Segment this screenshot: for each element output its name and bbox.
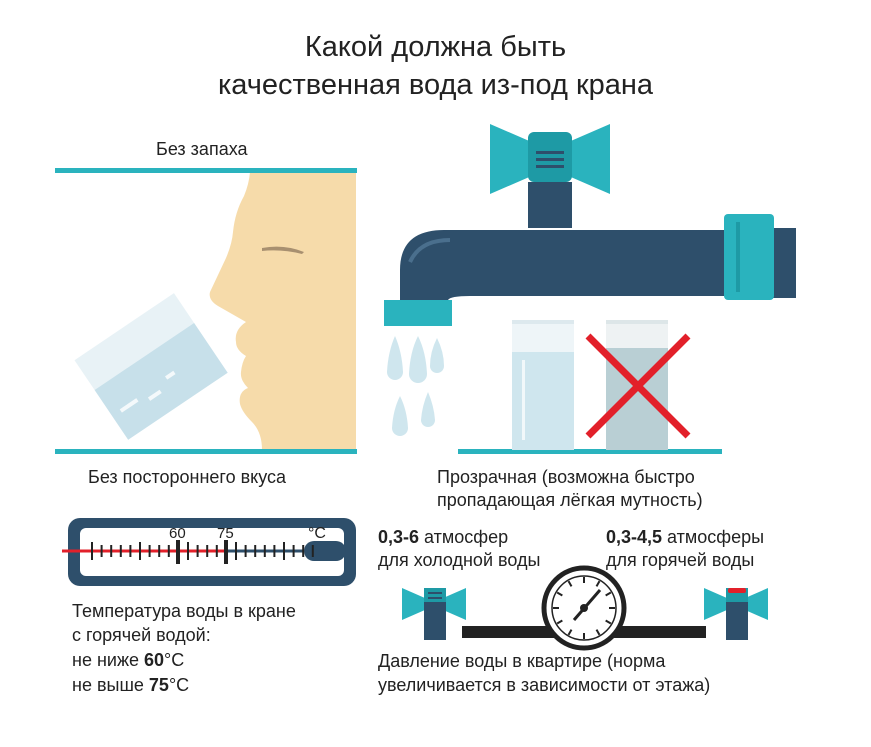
no-taste-label: Без постороннего вкуса — [88, 467, 287, 487]
glasses-comparison — [458, 320, 722, 454]
hot-valve-icon — [704, 588, 768, 640]
gauge-tick — [567, 580, 573, 587]
temperature-max-prefix: не выше — [72, 675, 149, 695]
tick-75-marker — [224, 540, 228, 564]
gauge-tick — [595, 580, 601, 587]
water-drops — [387, 336, 444, 436]
temperature-max: не выше 75°C — [72, 674, 189, 696]
gauge-tick — [605, 619, 612, 625]
clear-water-glass — [512, 320, 574, 450]
gauge-tick — [567, 629, 573, 636]
apartment-pressure-line-2: увеличивается в зависимости от этажа) — [378, 675, 711, 695]
cold-pressure-range: 0,3-6 — [378, 527, 420, 547]
thermometer-label-60: 60 — [169, 525, 186, 542]
pressure-gauge-assembly — [402, 565, 768, 651]
thermometer-unit: °C — [308, 525, 326, 542]
faucet-illustration — [384, 124, 796, 436]
cold-pressure-line-2: для холодной воды — [378, 550, 541, 570]
gauge-needle — [572, 589, 602, 621]
faucet-stem — [528, 182, 572, 228]
temperature-max-unit: °C — [168, 675, 190, 695]
faucet-valve-handle — [490, 124, 610, 194]
face-silhouette — [209, 172, 356, 450]
cloudy-water-glass — [606, 320, 668, 450]
cross-mark-icon — [585, 333, 691, 439]
cold-pressure-line-1: 0,3-6 атмосфер — [378, 526, 508, 548]
smell-top-line — [55, 168, 357, 173]
shelf-line — [458, 449, 722, 454]
temperature-line-1: Температура воды в кране — [72, 601, 296, 621]
hot-pressure-line-1: 0,3-4,5 атмосферы — [606, 526, 764, 548]
drinking-glass — [74, 293, 228, 440]
temperature-min-unit: °C — [164, 650, 185, 670]
gauge-tick — [556, 591, 563, 597]
apartment-pressure-line-1: Давление воды в квартире (норма — [378, 651, 666, 671]
title-line-2: качественная вода из-под крана — [217, 69, 654, 101]
tick-60-marker — [176, 540, 180, 564]
thermometer-ticks — [91, 542, 314, 560]
cold-pressure-unit: атмосфер — [419, 527, 509, 547]
pressure-pipe — [462, 626, 706, 638]
thermometer-label-75: 75 — [217, 525, 234, 542]
faucet-body — [400, 230, 736, 300]
gauge-tick — [556, 619, 563, 625]
gauge-tick — [605, 591, 612, 597]
temperature-max-value: 75 — [148, 675, 169, 695]
temperature-min-prefix: не ниже — [72, 650, 144, 670]
no-smell-label: Без запаха — [156, 139, 248, 159]
gauge-tick — [595, 629, 601, 636]
pressure-gauge-icon — [541, 565, 627, 651]
clarity-label-line-1: Прозрачная (возможна быстро — [437, 467, 695, 487]
hot-pressure-unit: атмосферы — [662, 527, 765, 547]
title-line-1: Какой должна быть — [304, 31, 567, 63]
faucet-pipe-end — [770, 228, 796, 298]
thermometer-bulb — [304, 541, 346, 561]
thermometer-illustration: 60 75 °C — [62, 518, 356, 586]
clarity-label-line-2: пропадающая лёгкая мутность) — [437, 490, 703, 510]
faucet-nozzle — [384, 300, 452, 326]
hot-pressure-range: 0,3-4,5 — [606, 527, 663, 547]
thermometer-frame — [68, 518, 356, 586]
temperature-line-2: с горячей водой: — [72, 625, 211, 645]
faucet-pipe-coupling — [724, 214, 774, 300]
face-drinking-illustration — [55, 168, 357, 454]
eye-line — [262, 246, 304, 254]
taste-bottom-line — [55, 449, 357, 454]
temperature-min: не ниже 60°C — [72, 649, 184, 671]
hot-pressure-line-2: для горячей воды — [606, 550, 755, 570]
cold-valve-icon — [402, 588, 466, 640]
temperature-min-value: 60 — [144, 650, 165, 670]
